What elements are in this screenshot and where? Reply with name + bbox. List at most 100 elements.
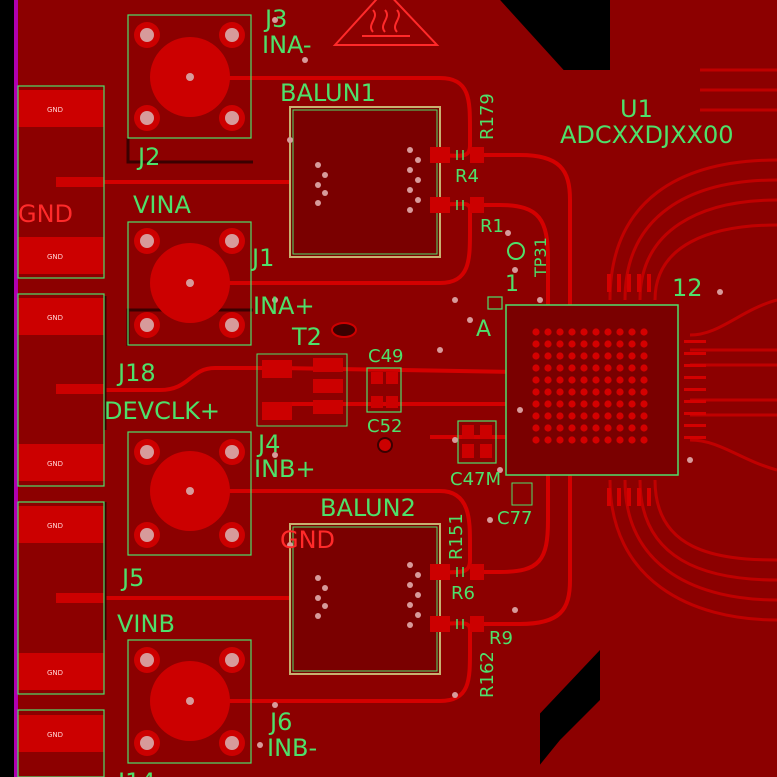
resistor-silk	[456, 150, 464, 629]
ic-pin	[684, 340, 706, 343]
bga-ball	[604, 340, 612, 348]
j2-ref-label: J2	[136, 143, 160, 171]
gnd-pad-label: GND	[47, 314, 63, 322]
bga-ball	[616, 400, 624, 408]
c47-footprint	[457, 420, 497, 464]
r6-label: R6	[451, 583, 475, 604]
u1-part-label: ADCXXDJXX00	[560, 121, 734, 149]
via	[512, 267, 518, 273]
via	[302, 57, 308, 63]
mounting-hole-ring	[140, 736, 154, 750]
bga-ball	[604, 376, 612, 384]
bga-ball	[556, 364, 564, 372]
r4-label: R4	[455, 166, 479, 187]
bga-ball	[580, 436, 588, 444]
bga-ball	[580, 352, 588, 360]
bga-ball	[628, 436, 636, 444]
bga-ball	[628, 388, 636, 396]
bga-ball	[592, 424, 600, 432]
signal-pad	[56, 384, 104, 394]
bga-ball	[580, 328, 588, 336]
bga-ball	[556, 436, 564, 444]
bga-ball	[568, 412, 576, 420]
row-a-label: A	[476, 317, 491, 342]
bga-ball	[628, 412, 636, 420]
mounting-hole-ring	[225, 445, 239, 459]
bga-ball	[640, 376, 648, 384]
via	[437, 347, 443, 353]
t2-label: T2	[291, 323, 322, 351]
mounting-hole-ring	[140, 318, 154, 332]
copper-pour-left	[18, 0, 600, 777]
ic-pin	[684, 412, 706, 415]
via	[452, 297, 458, 303]
via	[537, 297, 543, 303]
center-pin	[186, 279, 194, 287]
bga-ball	[592, 352, 600, 360]
pin12-label: 12	[672, 274, 703, 302]
bga-ball	[604, 352, 612, 360]
balun2-net-label: GND	[280, 526, 335, 554]
via	[415, 197, 421, 203]
c52-via	[377, 437, 393, 453]
bga-ball	[616, 412, 624, 420]
bga-ball	[580, 340, 588, 348]
field-vias	[257, 17, 723, 748]
j6-net-label: INB-	[267, 734, 317, 762]
j14-ref-label: J14	[116, 768, 156, 777]
gnd-pad	[18, 653, 104, 690]
bga-ball	[640, 400, 648, 408]
via	[287, 542, 293, 548]
mounting-hole-ring	[140, 234, 154, 248]
via	[505, 230, 511, 236]
bga-ball	[544, 424, 552, 432]
balun1-label: BALUN1	[280, 79, 376, 107]
bga-ball	[592, 364, 600, 372]
via	[407, 147, 413, 153]
via	[322, 603, 328, 609]
gnd-pad-label: GND	[47, 253, 63, 261]
ic-pin	[684, 424, 706, 427]
ic-pin	[617, 274, 621, 292]
board-edge	[14, 0, 18, 777]
ic-pin	[637, 274, 641, 292]
gnd-pad	[18, 298, 104, 335]
mounting-hole-ring	[225, 318, 239, 332]
mounting-hole-ring	[225, 28, 239, 42]
gnd-pad-label: GND	[47, 460, 63, 468]
via	[407, 582, 413, 588]
ic-pin	[607, 274, 611, 292]
edge-connector-j5-outline	[17, 501, 105, 695]
via	[315, 182, 321, 188]
gnd-pad	[18, 237, 104, 274]
j18-ref-label: J18	[116, 359, 156, 387]
bga-ball	[604, 436, 612, 444]
right-traces	[608, 68, 777, 622]
bga-ball	[592, 412, 600, 420]
c77-footprint	[511, 482, 533, 506]
balun2-label: BALUN2	[320, 494, 416, 522]
t2-mark	[331, 322, 357, 338]
balun1-footprint	[289, 106, 441, 258]
bga-ball	[556, 328, 564, 336]
tp31-testpoint	[507, 242, 525, 260]
bga-ball	[580, 412, 588, 420]
bga-ball	[568, 424, 576, 432]
bga-ball	[568, 376, 576, 384]
resistor-footprints	[430, 147, 484, 632]
ic-pin	[607, 488, 611, 506]
mounting-hole-ring	[140, 528, 154, 542]
via	[272, 702, 278, 708]
mounting-hole-ring	[225, 111, 239, 125]
u1-ref-label: U1	[620, 95, 653, 123]
j1-ref-label: J1	[250, 244, 274, 272]
bga-ball	[556, 424, 564, 432]
bga-ball	[544, 340, 552, 348]
gnd-pad	[18, 506, 104, 543]
bga-ball	[592, 328, 600, 336]
j18-net-label: DEVCLK+	[104, 397, 220, 425]
signal-pad	[56, 177, 104, 187]
ic-pin	[684, 352, 706, 355]
j2-net-label: VINA	[133, 191, 191, 219]
gnd-pad	[18, 715, 104, 752]
